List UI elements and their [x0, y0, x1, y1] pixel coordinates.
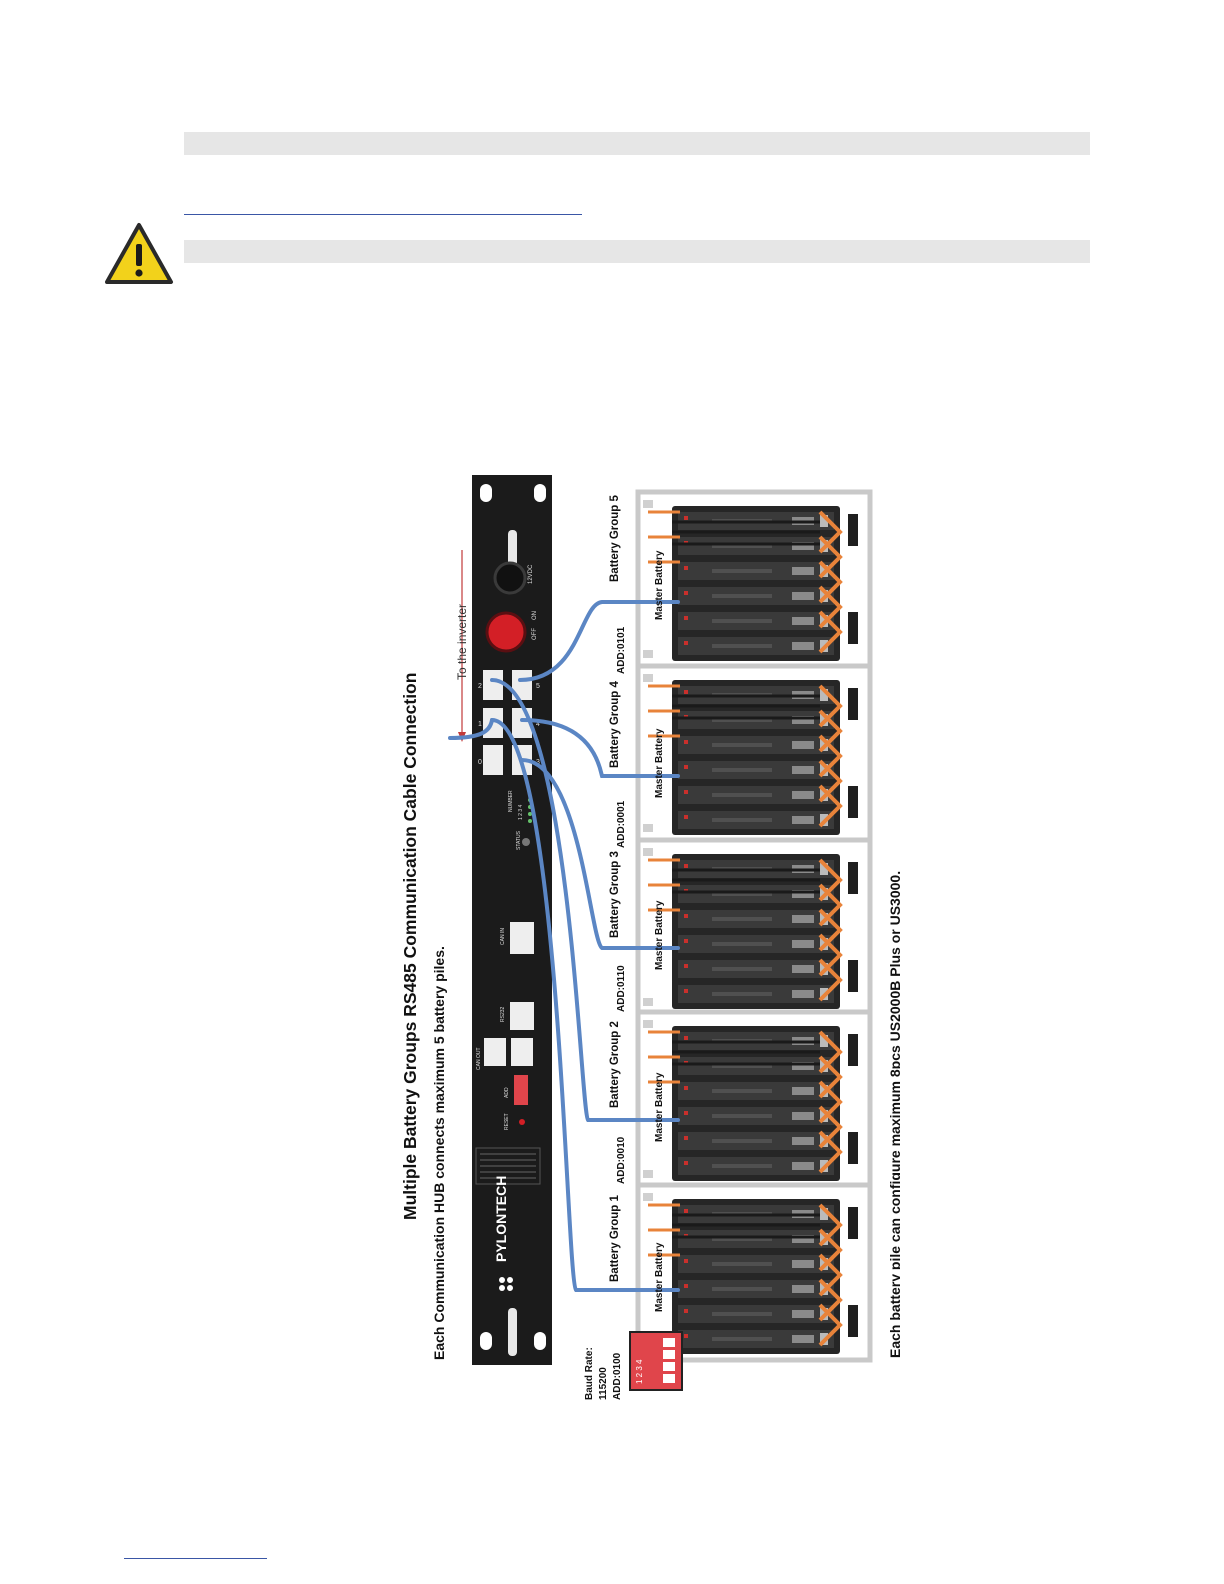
master-battery-label: Master Battery	[654, 550, 665, 620]
group-name: Battery Group 3	[609, 851, 621, 938]
footer-underline	[124, 1558, 267, 1559]
communication-hub: 12VDC ON OFF 0 1 2 3 4 5 STATUS NUMBER 1…	[472, 475, 552, 1365]
port-label-1: 1	[478, 721, 482, 728]
diagram-subtitle: Each Communication HUB connects maximum …	[431, 946, 447, 1360]
port-label-2: 2	[478, 683, 482, 690]
battery-group-2: Battery Group 2 Master Battery ADD:0010	[609, 1021, 665, 1184]
battery-group-3: Battery Group 3 Master Battery ADD:0110	[609, 851, 665, 1012]
section-underline	[184, 214, 582, 215]
rs485-cables	[448, 600, 680, 1292]
port-label-3: 3	[536, 759, 540, 766]
port-5	[512, 670, 532, 700]
hub-brand: PYLONTECH	[493, 1176, 509, 1262]
group-address: ADD:0101	[616, 626, 627, 674]
hub-reset-label: RESET	[504, 1113, 510, 1130]
warning-triangle-icon	[105, 223, 173, 284]
battery-group-1: Battery Group 1 Master Battery	[609, 1194, 665, 1312]
hub-dc-label: 12VDC	[528, 564, 534, 584]
dip-baud-rate: 115200	[598, 1367, 609, 1400]
group-address: ADD:0110	[616, 965, 627, 1012]
hub-can-out-label: CAN OUT	[476, 1048, 482, 1071]
group-name: Battery Group 1	[609, 1194, 621, 1282]
rs485-connection-diagram: Multiple Battery Groups RS485 Communicat…	[400, 475, 900, 1400]
port-2	[483, 670, 503, 700]
master-battery-label: Master Battery	[654, 1242, 665, 1312]
port-0	[483, 745, 503, 775]
master-battery-label: Master Battery	[654, 900, 665, 970]
inverter-label: To the inverter	[455, 604, 469, 680]
header-bar	[184, 132, 1090, 155]
group-name: Battery Group 2	[609, 1021, 621, 1108]
port-label-5: 5	[536, 683, 540, 690]
group-name: Battery Group 4	[609, 680, 621, 768]
dip-baud-label: Baud Rate:	[584, 1347, 595, 1400]
hub-led-numbers: 1 2 3 4	[518, 804, 524, 820]
battery-group-4: Battery Group 4 Master Battery ADD:0001	[609, 680, 665, 848]
battery-group-5: Battery Group 5 Master Battery ADD:0101	[609, 494, 665, 674]
master-battery-label: Master Battery	[654, 728, 665, 798]
port-label-0: 0	[478, 759, 482, 766]
diagram-footer: Each battery pile can configure maximum …	[887, 871, 900, 1358]
hub-rs232-label: RS232	[500, 1006, 506, 1022]
dip-switch: 1 2 3 4	[629, 1331, 683, 1391]
hub-add-label: ADD	[504, 1087, 510, 1098]
group-address: ADD:0010	[616, 1136, 627, 1184]
dip-address: ADD:0100	[612, 1352, 623, 1400]
hub-off-label: OFF	[532, 628, 538, 640]
hub-can-in-label: CAN IN	[500, 928, 506, 945]
hub-status-label: STATUS	[516, 830, 522, 850]
diagram-title: Multiple Battery Groups RS485 Communicat…	[400, 673, 420, 1220]
master-battery-label: Master Battery	[654, 1072, 665, 1142]
hub-on-label: ON	[532, 611, 538, 620]
warning-bar	[184, 240, 1090, 263]
hub-number-label: NUMBER	[508, 790, 514, 812]
group-address: ADD:0001	[616, 800, 627, 848]
port-label-4: 4	[536, 721, 540, 728]
pylontech-logo-icon	[499, 1277, 513, 1291]
dip-pin-numbers: 1 2 3 4	[635, 1359, 644, 1384]
group-name: Battery Group 5	[609, 494, 621, 582]
